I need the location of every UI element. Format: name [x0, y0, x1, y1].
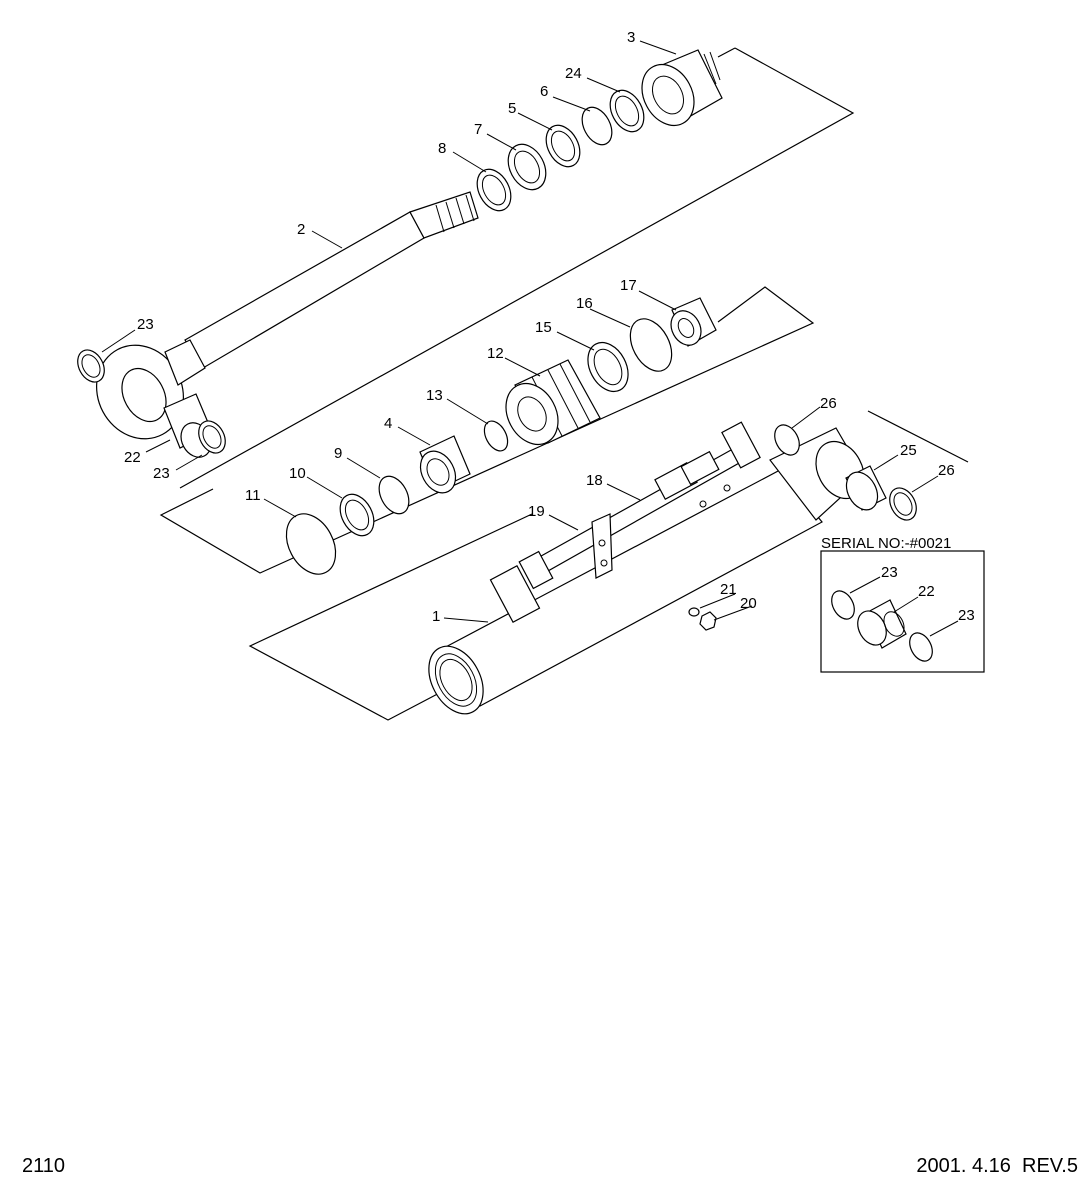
seal-5 — [545, 124, 581, 168]
label-part-6: 6 — [540, 83, 548, 100]
label-part-24: 24 — [565, 65, 582, 82]
washer-21 — [688, 607, 700, 617]
serial-inset-box — [820, 550, 985, 673]
label-part-26-right: 26 — [938, 462, 955, 479]
ring-6 — [581, 106, 613, 146]
label-part-5: 5 — [508, 100, 516, 117]
label-part-4: 4 — [384, 415, 392, 432]
label-part-22: 22 — [124, 449, 141, 466]
piston-rod — [96, 191, 479, 440]
cushion-ring-4 — [419, 435, 471, 494]
label-inset-23-left: 23 — [881, 564, 898, 581]
nut-20 — [699, 611, 717, 631]
label-part-12: 12 — [487, 345, 504, 362]
label-part-1: 1 — [432, 608, 440, 625]
wiper-ring-26-right — [889, 487, 917, 521]
page-number: 2110 — [22, 1155, 65, 1177]
label-inset-22: 22 — [918, 583, 935, 600]
label-part-10: 10 — [289, 465, 306, 482]
inset-ring-23-left — [831, 590, 855, 620]
label-part-23-left: 23 — [137, 316, 154, 333]
label-part-18: 18 — [586, 472, 603, 489]
label-part-19: 19 — [528, 503, 545, 520]
ring-15 — [587, 341, 629, 393]
label-part-26-top: 26 — [820, 395, 837, 412]
wiper-ring-23-right — [198, 420, 226, 454]
rod-group-frame — [179, 47, 855, 489]
label-part-2: 2 — [297, 221, 305, 238]
label-part-25: 25 — [900, 442, 917, 459]
label-part-11: 11 — [245, 487, 261, 504]
piston-12 — [505, 359, 601, 446]
label-part-17: 17 — [620, 277, 637, 294]
label-part-7: 7 — [474, 121, 482, 138]
o-ring-13 — [483, 420, 509, 452]
label-part-13: 13 — [426, 387, 443, 404]
label-inset-23-right: 23 — [958, 607, 975, 624]
label-part-9: 9 — [334, 445, 342, 462]
nut-17 — [670, 297, 717, 347]
leader-lines — [101, 40, 959, 637]
gland-3 — [641, 49, 723, 127]
seal-16 — [629, 318, 673, 372]
label-part-23-right: 23 — [153, 465, 170, 482]
serial-inset-title: SERIAL NO:-#0021 — [821, 535, 951, 552]
pipe-18 — [489, 421, 761, 624]
label-part-21: 21 — [720, 581, 737, 598]
ring-10 — [339, 493, 375, 537]
bushing-7 — [507, 143, 547, 191]
inset-ring-23-right — [909, 632, 933, 662]
inset-bushing-22 — [857, 599, 907, 649]
piston-group-frame — [159, 286, 815, 574]
label-part-8: 8 — [438, 140, 446, 157]
date-revision: 2001. 4.16 REV.5 — [916, 1155, 1078, 1177]
label-part-20: 20 — [740, 595, 757, 612]
label-part-3: 3 — [627, 29, 635, 46]
label-part-15: 15 — [535, 319, 552, 336]
ring-24 — [609, 89, 645, 133]
seal-11 — [285, 513, 337, 575]
wiper-ring-23-left — [77, 349, 105, 383]
wiper-ring-26-top — [774, 424, 800, 456]
cylinder-tube-1 — [428, 427, 865, 715]
label-part-16: 16 — [576, 295, 593, 312]
o-ring-9 — [378, 475, 410, 515]
bushing-25 — [845, 465, 887, 511]
clamp-19 — [591, 513, 613, 579]
seal-8 — [476, 168, 512, 212]
